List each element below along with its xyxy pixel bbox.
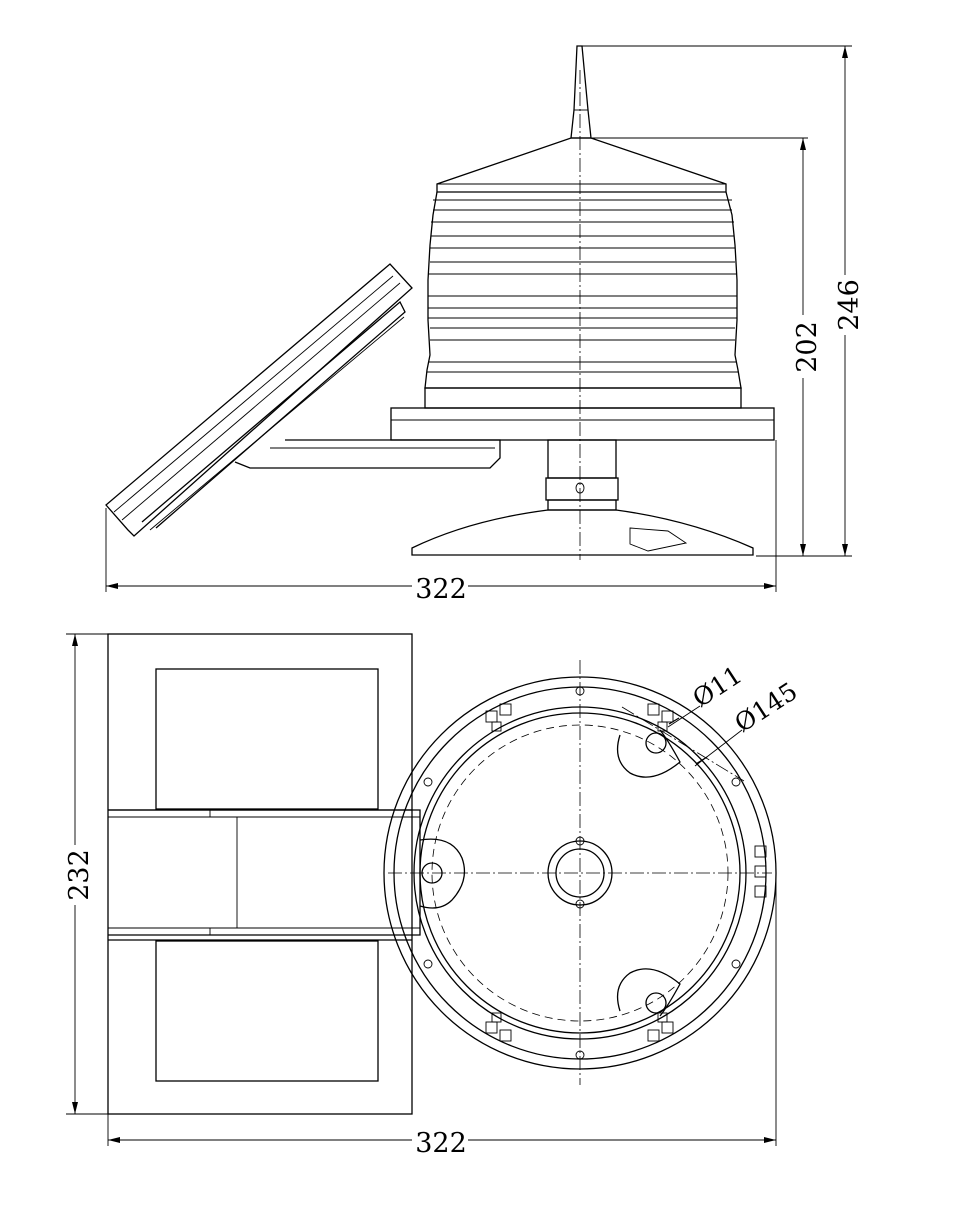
lamp-base-plate <box>390 387 775 441</box>
mount-pole <box>545 439 619 511</box>
rim-notches <box>485 703 767 1042</box>
side-width-label: 322 <box>415 574 467 605</box>
top-depth-label: 232 <box>64 849 95 901</box>
lamp-lens <box>424 191 742 389</box>
top-view: Ø11 Ø145 232 322 <box>64 633 802 1159</box>
lamp-cap <box>436 137 727 193</box>
top-width-label: 322 <box>415 1128 467 1159</box>
mount-foot <box>411 509 754 556</box>
dimension-side-width: 322 <box>106 574 776 605</box>
dimension-lamp-height: 202 <box>792 138 823 556</box>
panel-bracket-top <box>108 809 421 936</box>
panel-bracket <box>234 439 501 469</box>
solar-panel-top <box>107 633 413 1115</box>
solar-panel-side <box>105 263 413 537</box>
side-extension-lines <box>105 45 852 592</box>
hole-diameter-label: Ø11 <box>687 660 747 713</box>
side-view: 246 202 322 <box>105 45 865 605</box>
mounting-hole-bottom <box>645 992 667 1014</box>
dimension-total-height: 246 <box>834 46 865 556</box>
lamp-height-label: 202 <box>792 321 823 373</box>
antenna <box>570 45 592 139</box>
dimension-top-depth: 232 <box>64 634 95 1114</box>
dimension-top-width: 322 <box>108 1128 776 1159</box>
diameter-leaders: Ø11 Ø145 <box>667 660 802 767</box>
top-center-lines <box>388 660 772 1085</box>
total-height-label: 246 <box>834 279 865 331</box>
mounting-hole-top <box>645 732 667 754</box>
